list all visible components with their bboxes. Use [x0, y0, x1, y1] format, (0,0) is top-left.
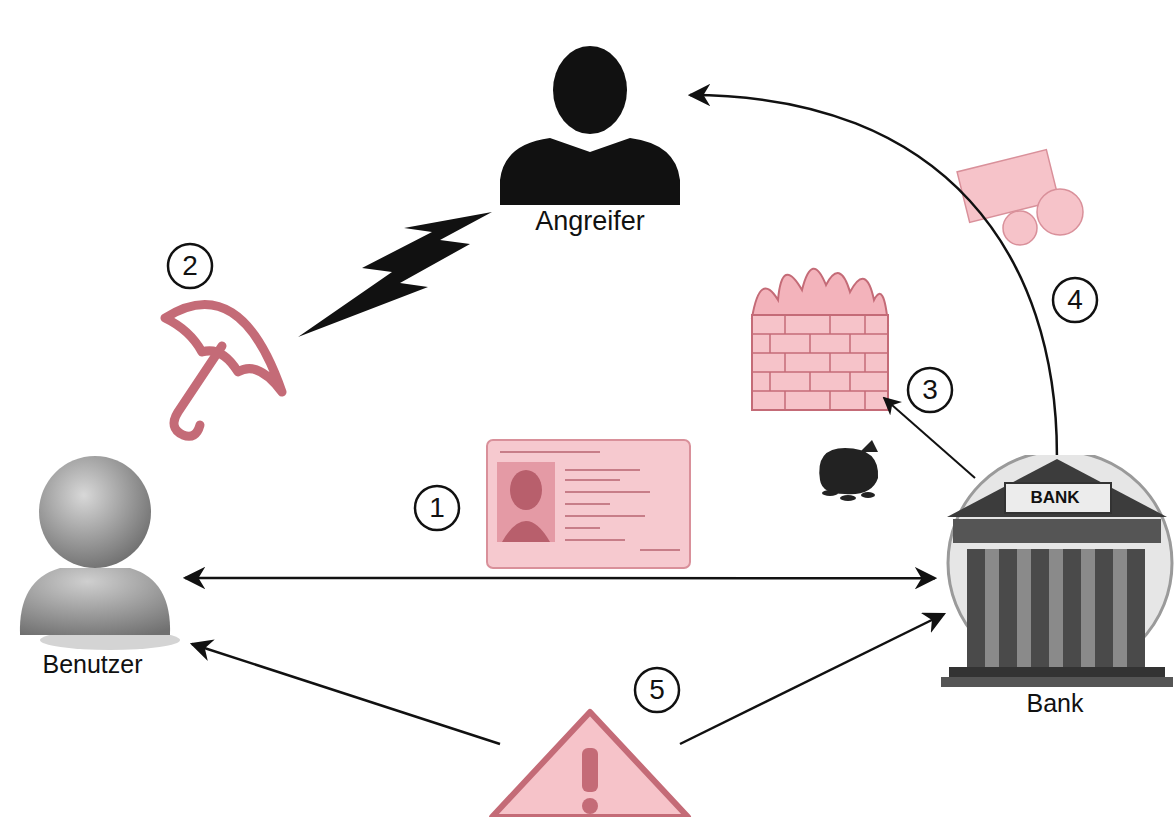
money-symbol: [957, 150, 1083, 245]
node-label: Bank: [935, 689, 1174, 718]
callout-number: 1: [415, 486, 459, 530]
callout-number: 3: [908, 368, 952, 412]
warning-sign: [492, 712, 688, 817]
callout-circles: [168, 244, 1097, 712]
callout-number: 2: [168, 244, 212, 288]
node-label: Benutzer: [0, 650, 185, 679]
bank-building: BANK Bank: [935, 455, 1174, 730]
connector-arrow: [185, 577, 935, 580]
node-label: Angreifer: [490, 206, 690, 237]
money-bag: [819, 440, 878, 501]
umbrella-symbol: [165, 304, 282, 436]
user-figure: Benutzer: [0, 440, 185, 690]
leader-arrow: [884, 398, 975, 478]
connector-arrow: [690, 95, 1057, 455]
leader-arrow: [192, 644, 500, 744]
callout-number: 4: [1053, 278, 1097, 322]
id-card: [487, 440, 690, 568]
lightning-bolt: [298, 212, 492, 337]
sign-text: BANK: [935, 488, 1174, 508]
leader-arrow: [680, 614, 944, 744]
callout-number: 5: [635, 668, 679, 712]
firewall-symbol: [752, 269, 888, 410]
attacker-figure: Angreifer: [490, 40, 690, 250]
